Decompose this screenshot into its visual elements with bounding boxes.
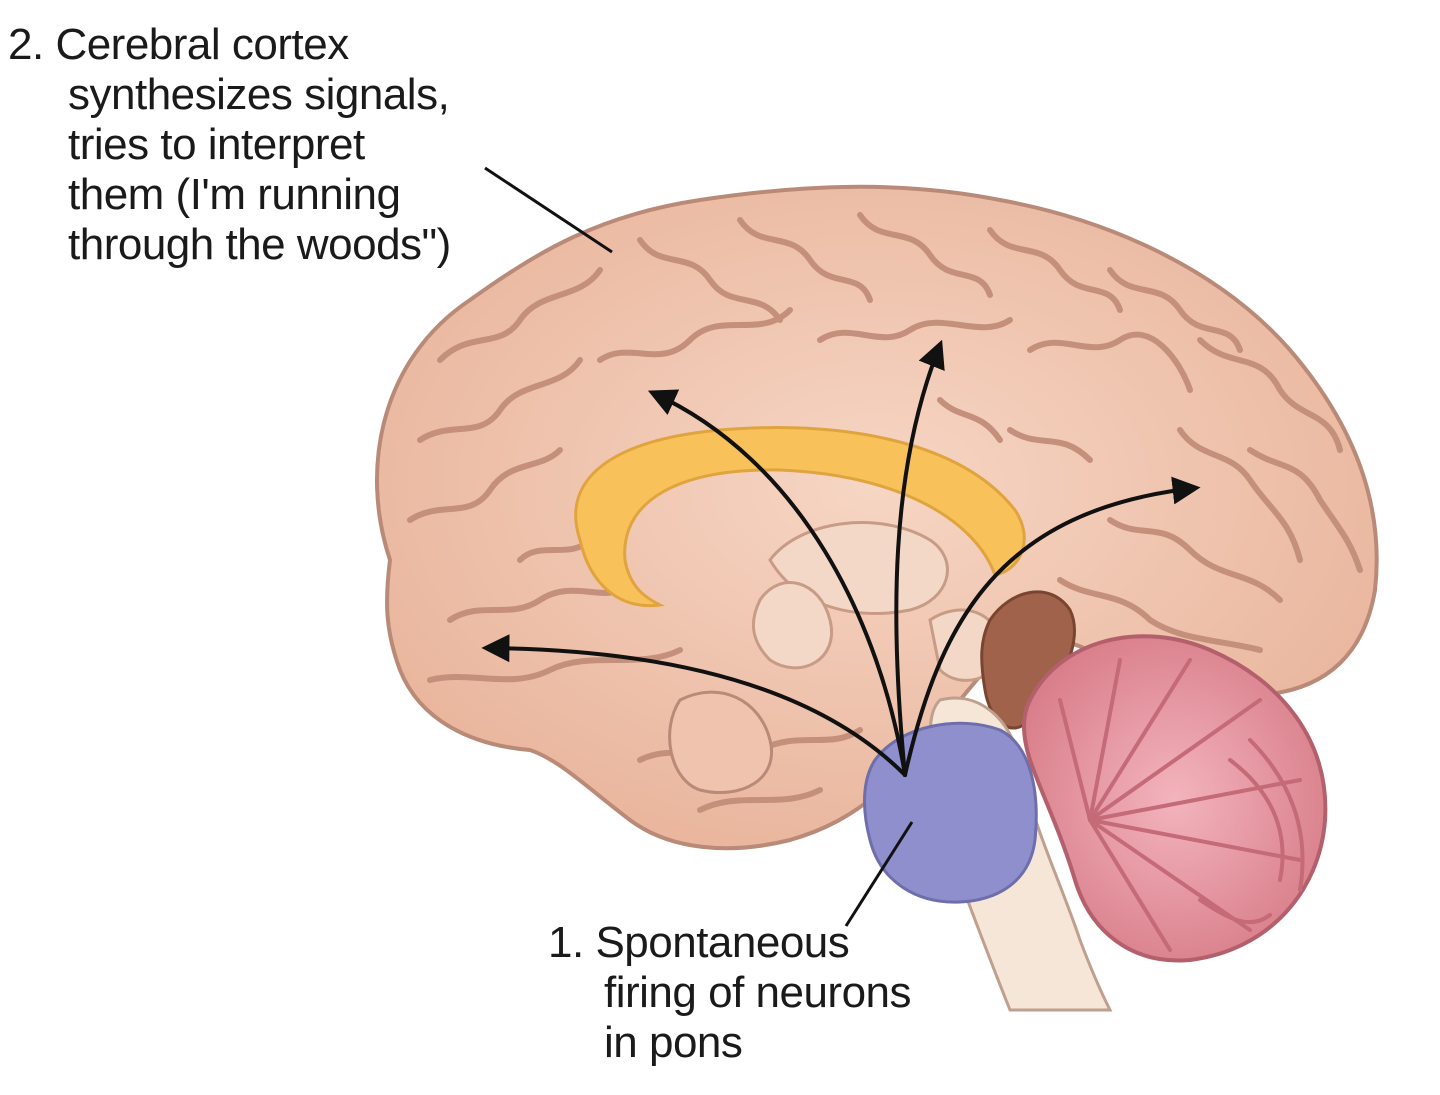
pons-label-line-2: firing of neurons: [604, 968, 912, 1017]
arrow-to-frontal-lower: [481, 634, 907, 777]
lower-structures: [668, 690, 773, 795]
signal-arrows: [481, 339, 1201, 777]
cortex-label-line-1: 2. Cerebral cortex: [8, 20, 451, 70]
cortex-label-number: 2.: [8, 20, 44, 69]
arrow-to-parietal: [894, 339, 945, 777]
cortex-label-line-3: tries to interpret: [68, 120, 365, 169]
arrow-to-frontal-upper: [647, 389, 907, 777]
pons-label-line-3: in pons: [604, 1018, 743, 1067]
pons-label-number: 1.: [548, 918, 584, 967]
pons-label-text-1: Spontaneous: [595, 918, 850, 967]
pons-label: 1. Spontaneous firing of neurons in pons: [548, 918, 912, 1068]
pons: [863, 721, 1038, 904]
cortex-label-line-5: through the woods"): [68, 220, 451, 269]
cortex-label-line-2: synthesizes signals,: [68, 70, 450, 119]
corpus-callosum: [574, 426, 1026, 608]
arrow-to-occipital: [903, 476, 1201, 777]
cortex-leader-line: [484, 166, 613, 254]
cortex-label-text-1: Cerebral cortex: [55, 20, 349, 69]
cortex-label-line-4: them (I'm running: [68, 170, 401, 219]
cortex-label: 2. Cerebral cortex synthesizes signals, …: [8, 20, 451, 270]
pons-label-line-1: 1. Spontaneous: [548, 918, 911, 968]
cerebellum: [1022, 634, 1328, 963]
pons-leader-line: [844, 821, 914, 927]
inner-structures: [751, 521, 1002, 682]
